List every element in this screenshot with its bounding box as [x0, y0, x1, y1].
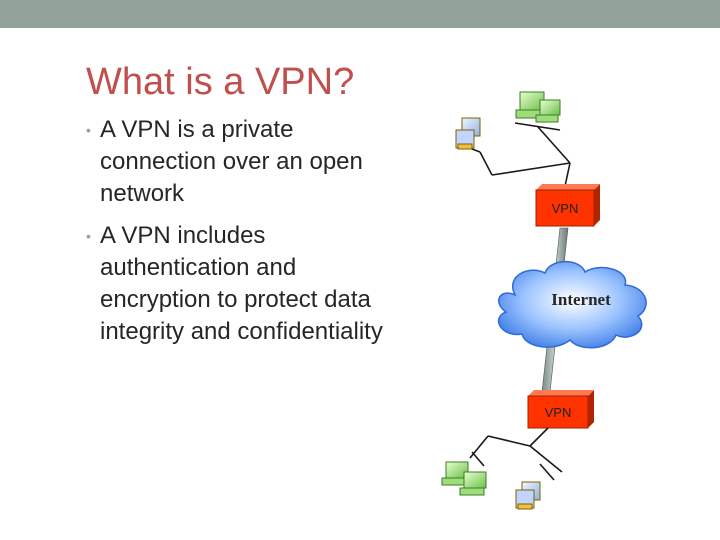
bullet-icon: • [86, 122, 91, 138]
bottom-lan-lines [469, 427, 563, 481]
vpn-device-bottom: VPN [527, 390, 594, 429]
vpn-diagram: Internet VPN VPN [441, 91, 647, 510]
vpn-device-top: VPN [535, 184, 600, 227]
computer-icon [441, 461, 469, 486]
bullet-text: A VPN is a private connection over an op… [100, 116, 363, 207]
bullet-list: • A VPN is a private connection over an o… [84, 114, 384, 358]
bullet-item: • A VPN includes authentication and encry… [84, 220, 384, 348]
bullet-text: A VPN includes authentication and encryp… [100, 222, 383, 345]
slide-title: What is a VPN? [86, 61, 355, 104]
computer-icon [535, 99, 561, 123]
bullet-item: • A VPN is a private connection over an o… [84, 114, 384, 210]
computer-icon [459, 471, 487, 496]
cloud-icon [498, 260, 647, 349]
computer-icon [515, 481, 541, 510]
bullet-icon: • [86, 228, 91, 244]
computer-icon [455, 117, 481, 150]
top-accent-bar [0, 0, 720, 28]
vpn-bottom-label: VPN [545, 405, 572, 420]
internet-label: Internet [551, 290, 611, 309]
vpn-top-label: VPN [552, 201, 579, 216]
